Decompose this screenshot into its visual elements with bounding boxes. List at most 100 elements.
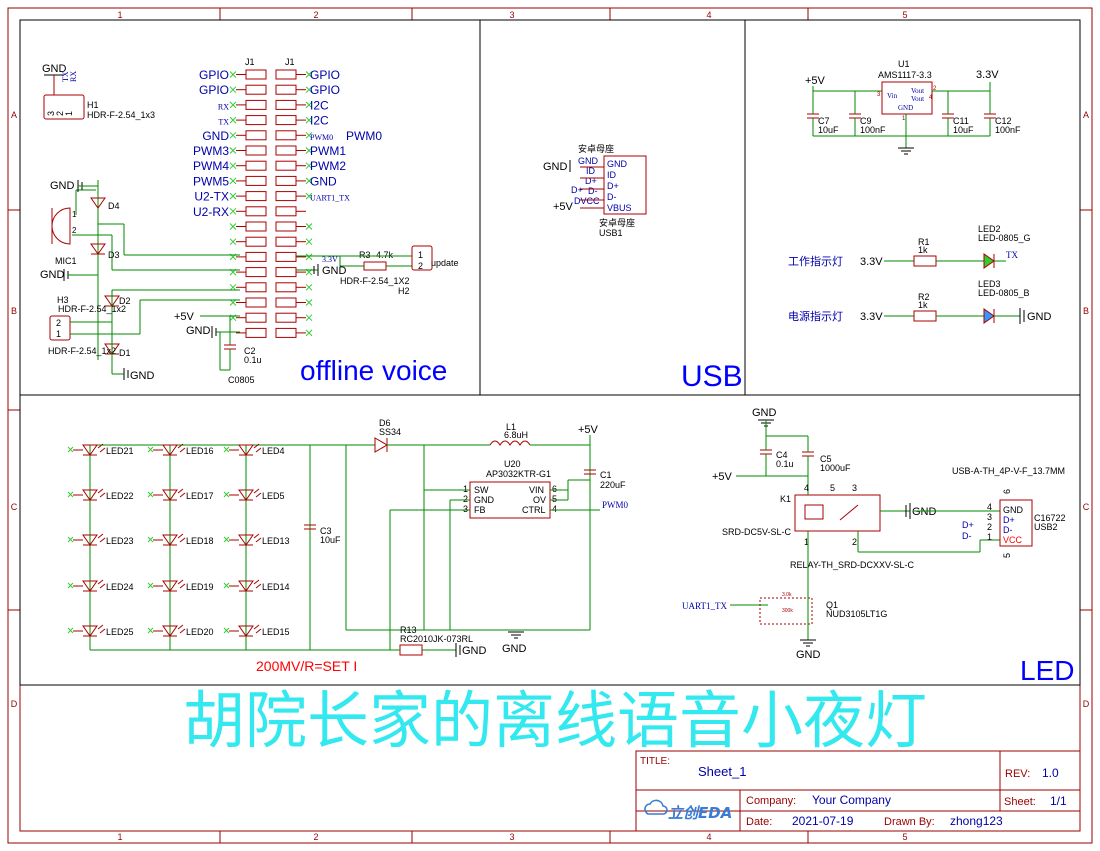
j1-left-pin: [245, 99, 267, 110]
no-connect-icon: [67, 627, 74, 634]
j1-right-net: PWM0: [310, 133, 333, 142]
j1-right-net: GPIO: [310, 68, 340, 82]
power-in-net: +5V: [805, 75, 826, 87]
cap-ref: C12: [995, 116, 1012, 126]
led-symbol: [238, 444, 254, 456]
j1-right-pin: [275, 115, 297, 126]
led-symbol: [238, 534, 254, 546]
col-label: 2: [313, 10, 318, 20]
led2-pkg: LED-0805_G: [978, 233, 1031, 243]
diode-d3: [90, 243, 106, 255]
no-connect-icon: [147, 491, 154, 498]
j1-left-pin: [245, 206, 267, 217]
row-label: A: [11, 110, 17, 120]
relay-circuit: GND C4 0.1u C5 1000uF +5V K1 4 5 3 1 2 S…: [682, 407, 1066, 661]
section-boxes: [19, 19, 1081, 686]
no-connect-icon: [223, 491, 230, 498]
l1-value: 6.8uH: [504, 430, 528, 440]
cap-value: 100nF: [860, 125, 886, 135]
h2-pin: 1: [418, 250, 423, 260]
cap-value: 100nF: [995, 125, 1021, 135]
usb-gnd-net: GND: [543, 161, 568, 173]
no-connect-icon: [229, 101, 237, 109]
j1-right-pin: [275, 145, 297, 156]
led-symbol: [162, 489, 178, 501]
col-label: 1: [117, 10, 122, 20]
j1-right-pin: [275, 236, 297, 247]
col-label: 2: [313, 832, 318, 842]
r13-gnd: GND: [462, 645, 487, 657]
col-label: 3: [509, 832, 514, 842]
j1-left-pin: [245, 130, 267, 141]
led-ref: LED16: [186, 446, 214, 456]
r3-body: [363, 261, 387, 271]
usb2-pin: GND: [1003, 505, 1024, 515]
sheet-title: Sheet_1: [698, 764, 746, 779]
power-indicator-label: 电源指示灯: [788, 309, 843, 323]
k1-ref: K1: [780, 494, 791, 504]
led-emission-icon: [253, 533, 262, 543]
no-connect-icon: [229, 147, 237, 154]
u20-num: 2: [463, 494, 468, 504]
usb2-num: 4: [987, 502, 992, 512]
k1-pin: 5: [830, 483, 835, 493]
j1-right-pin: [275, 282, 297, 293]
q1-gnd: GND: [796, 649, 821, 661]
led-ref: LED21: [106, 446, 134, 456]
j1-left-pin: [245, 267, 267, 278]
led-box: [19, 394, 1081, 686]
j1-left-pin: [245, 251, 267, 262]
d3-ref: D3: [108, 250, 120, 260]
usb1-body: [603, 155, 647, 215]
h1-rx-label: RX: [69, 71, 78, 82]
relay-vplus: +5V: [712, 471, 733, 483]
no-connect-icon: [305, 147, 313, 154]
u20-pin-right: CTRL: [522, 505, 546, 515]
u20-num: 6: [552, 484, 557, 494]
col-label: 3: [509, 10, 514, 20]
j1-left-net: GND: [202, 129, 229, 143]
h1-pin: 1: [64, 111, 74, 116]
usb1-left-pin: D-: [588, 186, 598, 196]
row-label: D: [1083, 699, 1090, 709]
c1-value: 220uF: [600, 480, 626, 490]
no-connect-icon: [229, 177, 237, 185]
led-symbol: [162, 534, 178, 546]
led-symbol: [238, 489, 254, 501]
h3-value2: HDR-F-2.54_1x2: [48, 346, 116, 356]
no-connect-icon: [305, 116, 313, 124]
r3-ref: R3: [359, 250, 371, 260]
ctrl-pwm0-net: PWM0: [602, 500, 629, 510]
row-label: A: [1083, 110, 1089, 120]
usb-title: 安卓母座: [578, 143, 614, 155]
led3-ref: LED3: [978, 279, 1001, 289]
u20-value: AP3032KTR-G1: [486, 469, 551, 479]
u1-vout2: Vout: [911, 95, 924, 103]
no-connect-icon: [229, 86, 237, 94]
indicator-circuit: 工作指示灯 3.3V R1 1k LED2 LED-0805_G TX 电源指示…: [788, 224, 1052, 324]
j1-left-net: GPIO: [199, 83, 229, 97]
relay-gnd: GND: [912, 506, 937, 518]
gnd-label: GND: [50, 180, 75, 192]
no-connect-icon: [305, 253, 313, 261]
usb1-right-pin: GND: [607, 159, 628, 169]
j1-left-pin: [245, 236, 267, 247]
led-emission-icon: [97, 488, 106, 498]
c4-value: 0.1u: [776, 459, 794, 469]
j1-right-pin: [275, 251, 297, 262]
boost-circuit: D6 SS34 L1 6.8uH +5V C1 220uF U20 AP3032…: [256, 418, 629, 674]
col-label: 4: [706, 10, 711, 20]
led-emission-icon: [177, 624, 186, 634]
usb1-ref: USB1: [599, 228, 623, 238]
u20-num: 3: [463, 504, 468, 514]
h2-ref: H2: [398, 286, 410, 296]
r1-ref: R1: [918, 237, 930, 247]
j1-left-pin: [245, 115, 267, 126]
col-label: 4: [706, 832, 711, 842]
u1-pin: 3: [877, 92, 881, 98]
led-emission-icon: [253, 443, 262, 453]
vplus-label: +5V: [174, 311, 195, 323]
h1-pin: 3: [46, 111, 56, 116]
j1-right-pin: [275, 206, 297, 217]
